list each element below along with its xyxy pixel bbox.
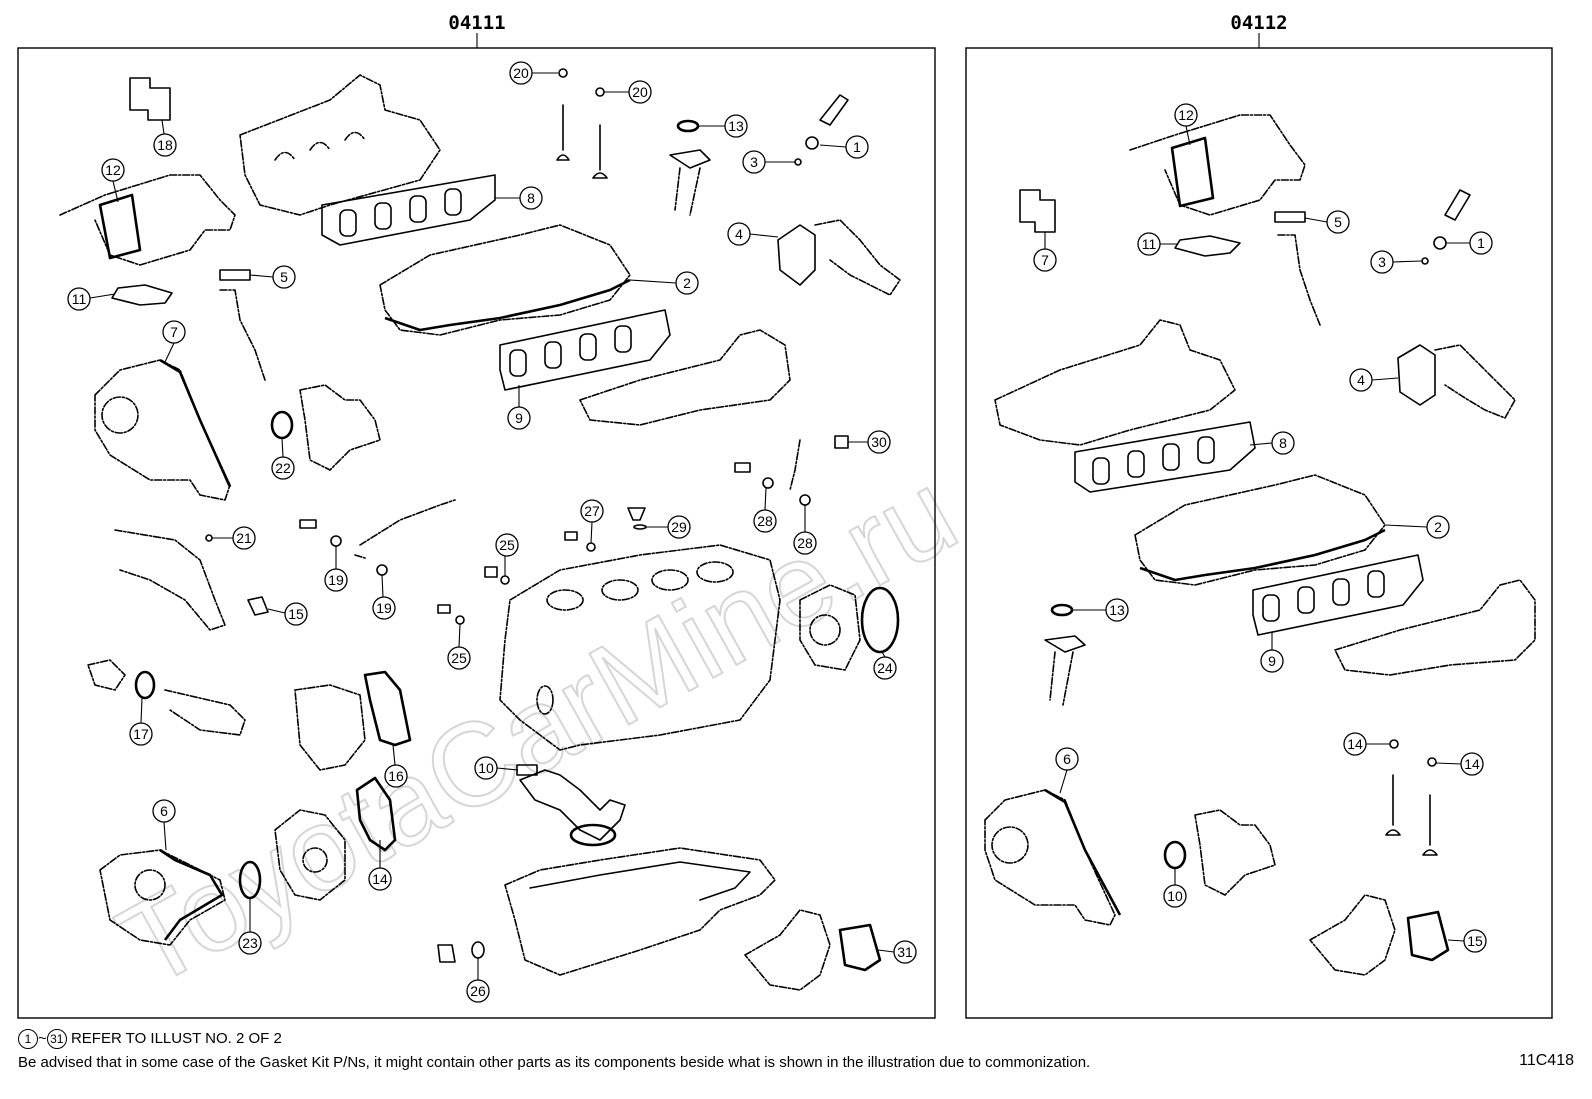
callout-r15: 15 xyxy=(1467,933,1483,949)
callout-20: 20 xyxy=(513,65,529,81)
callout-r14b: 14 xyxy=(1464,756,1480,772)
callout-17: 17 xyxy=(133,726,149,742)
callout-r8: 8 xyxy=(1279,435,1287,451)
callout-26: 26 xyxy=(470,983,486,999)
callout-30: 30 xyxy=(871,434,887,450)
callout-12: 12 xyxy=(105,162,121,178)
callout-15: 15 xyxy=(288,606,304,622)
watermark: ToyotaCarMine.ru xyxy=(99,446,978,1013)
callout-r7: 7 xyxy=(1041,252,1049,268)
right-panel-callouts: 1 2 3 4 5 6 7 8 9 10 xyxy=(1033,103,1493,953)
callout-10: 10 xyxy=(478,760,494,776)
callout-1: 1 xyxy=(853,139,861,155)
callout-r1: 1 xyxy=(1477,235,1485,251)
ref-text: REFER TO ILLUST NO. 2 OF 2 xyxy=(70,1029,282,1047)
callout-r5: 5 xyxy=(1334,214,1342,230)
callout-2: 2 xyxy=(683,275,691,291)
callout-19: 19 xyxy=(328,572,344,588)
callout-23: 23 xyxy=(242,935,258,951)
commonization-note: Be advised that in some case of the Gask… xyxy=(18,1054,1091,1071)
callout-27: 27 xyxy=(584,503,600,519)
callout-r4: 4 xyxy=(1357,372,1365,388)
left-panel-callouts: 1 2 3 4 5 6 7 8 9 10 xyxy=(67,61,917,1003)
callout-28: 28 xyxy=(757,513,773,529)
callout-31: 31 xyxy=(897,944,913,960)
callout-r14: 14 xyxy=(1347,736,1363,752)
callout-29: 29 xyxy=(671,519,687,535)
callout-3: 3 xyxy=(750,154,758,170)
callout-11: 11 xyxy=(72,291,87,307)
callout-4: 4 xyxy=(735,226,743,242)
right-panel-parts xyxy=(984,114,1536,976)
callout-19b: 19 xyxy=(376,600,392,616)
kit-code-04112: 04112 xyxy=(1230,12,1287,34)
ref-end-callout: 31 xyxy=(46,1029,67,1049)
callout-r9: 9 xyxy=(1268,653,1276,669)
callout-18: 18 xyxy=(157,137,173,153)
callout-22: 22 xyxy=(275,460,291,476)
callout-16: 16 xyxy=(388,768,404,784)
callout-r13: 13 xyxy=(1109,602,1125,618)
kit-panel-04112 xyxy=(965,47,1553,1019)
illustration-code: 11C418 xyxy=(1519,1052,1574,1069)
callout-6: 6 xyxy=(160,803,168,819)
callout-21: 21 xyxy=(236,530,252,546)
callout-8: 8 xyxy=(527,190,535,206)
callout-20b: 20 xyxy=(632,84,648,100)
callout-r10: 10 xyxy=(1167,888,1183,904)
ref-start-callout: 1 xyxy=(18,1029,38,1049)
callout-13: 13 xyxy=(728,118,744,134)
callout-9: 9 xyxy=(515,410,523,426)
callout-25: 25 xyxy=(499,537,515,553)
left-panel-parts xyxy=(59,68,901,991)
callout-7: 7 xyxy=(170,324,178,340)
kit-code-04111: 04111 xyxy=(448,12,505,34)
callout-14: 14 xyxy=(372,871,388,887)
callout-r12: 12 xyxy=(1178,107,1194,123)
callout-28b: 28 xyxy=(797,535,813,551)
callout-24: 24 xyxy=(877,660,893,676)
callout-r2: 2 xyxy=(1434,519,1442,535)
callout-r3: 3 xyxy=(1378,254,1386,270)
callout-25b: 25 xyxy=(451,650,467,666)
callout-5: 5 xyxy=(280,269,288,285)
callout-r6: 6 xyxy=(1063,751,1071,767)
callout-r11: 11 xyxy=(1142,236,1157,252)
ref-tilde: ~ xyxy=(38,1029,47,1047)
reference-note: 1~31 REFER TO ILLUST NO. 2 OF 2 xyxy=(18,1029,282,1049)
